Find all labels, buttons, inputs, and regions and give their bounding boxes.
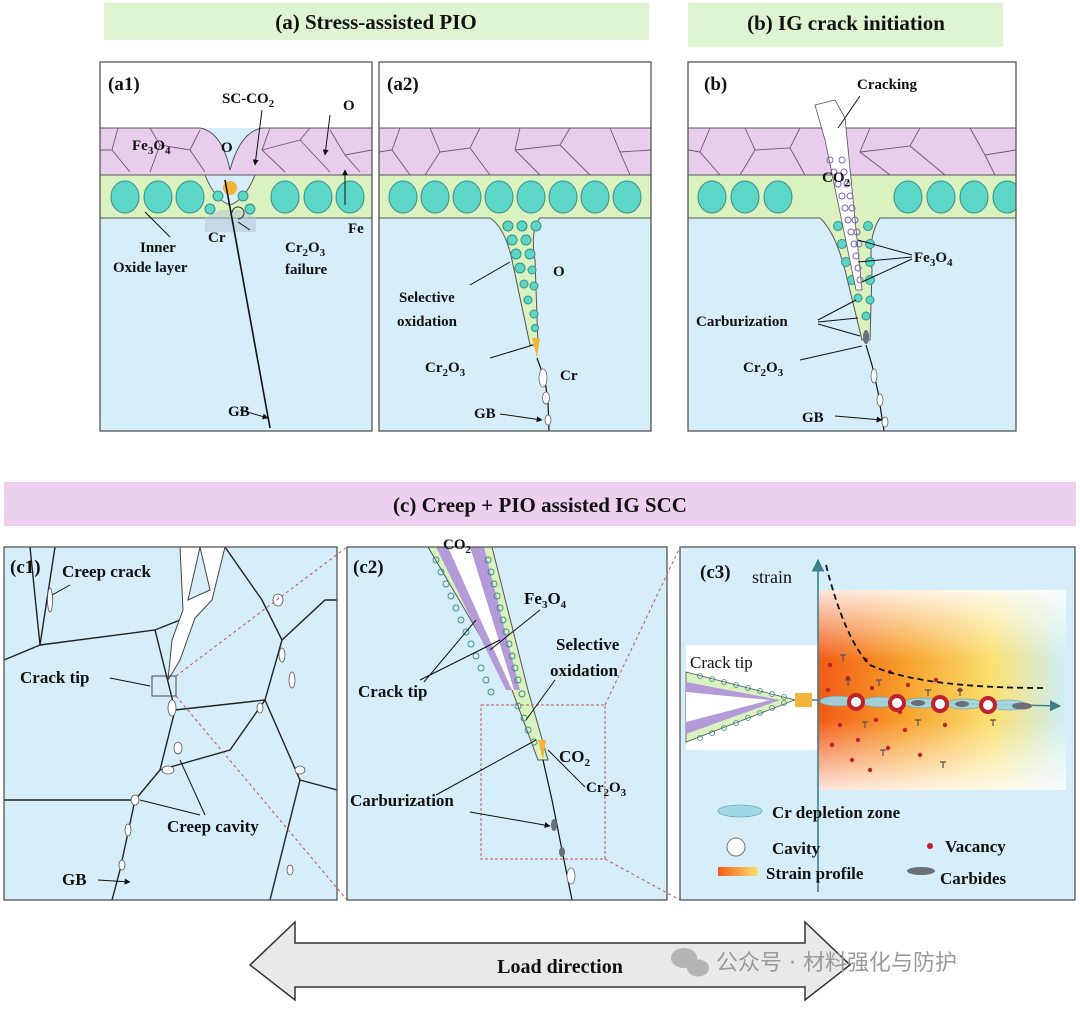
wechat-logo-icon [671,948,709,977]
legend-vacancy-label: Vacancy [945,837,1006,856]
legend-cr-depletion-label: Cr depletion zone [772,803,901,822]
a1-o-mid: O [221,140,233,156]
header-a-title: (a) Stress-assisted PIO [275,10,476,34]
c2-oxidation: oxidation [550,661,619,680]
panel-c3 [680,547,1075,900]
c3-strain-axis-label: strain [752,567,792,587]
a1-cr: Cr [208,230,226,246]
a1-fe: Fe [348,221,364,237]
legend-cavity: Cavity [726,837,821,858]
panel-b [688,62,1016,431]
tag-b: (b) [704,74,727,95]
c2-carburization: Carburization [350,791,454,810]
c2-fe3o4: Fe3O4 [524,589,567,611]
zoom-lines [175,546,681,901]
tag-a2: (a2) [387,74,419,95]
a1-cr2o3: Cr2O3 [285,240,326,259]
legend-vacancy: Vacancy [927,837,1006,856]
a1-failure: failure [285,262,328,278]
legend-carbides: Carbides [907,867,1007,888]
header-c-title: (c) Creep + PIO assisted IG SCC [393,493,687,517]
a1-sc-co2: SC-CO2 [222,91,275,110]
header-b-title: (b) IG crack initiation [747,11,945,35]
a2-gb: GB [474,406,496,422]
header-c-bar [4,482,1076,526]
b-cracking: Cracking [857,77,918,93]
c1-leader-lines [51,584,206,885]
tag-c3: (c3) [700,562,731,583]
a1-fe3o4: Fe3O4 [132,138,171,157]
header-b-bar [688,3,1003,47]
b-leader-lines [799,95,913,423]
legend-cr-depletion: Cr depletion zone [717,803,901,822]
b-cr2o3: Cr2O3 [743,360,784,379]
b-gb: GB [802,410,824,426]
b-fe3o4: Fe3O4 [914,250,953,269]
a1-oxide-layer: Oxide layer [113,260,188,276]
c2-leader-lines [419,609,586,829]
c2-crack-tip: Crack tip [358,682,427,701]
watermark-text: 公众号 · 材料强化与防护 [716,951,957,976]
a2-o: O [553,264,565,280]
a2-cr2o3: Cr2O3 [425,360,466,379]
c1-creep-crack: Creep crack [62,562,151,581]
c1-crack-tip: Crack tip [20,668,89,687]
c2-cr2o3: Cr2O3 [586,780,627,799]
panel-a2 [379,62,651,431]
legend-strain-profile: Strain profile [718,864,864,883]
c1-creep-cavity: Creep cavity [167,817,259,836]
c3-legend: Cr depletion zone Cavity Vacancy Strain … [717,803,1007,888]
a2-cr: Cr [560,368,578,384]
load-direction-arrow: Load direction [248,920,852,1002]
panel-a1 [100,62,372,431]
panel-c2 [347,547,667,900]
a1-o-top: O [343,98,355,114]
a1-inner: Inner [140,240,176,256]
a1-leader-lines [144,109,348,420]
a2-selective: Selective [399,290,455,306]
c2-selective: Selective [556,635,620,654]
tag-a1: (a1) [108,74,140,95]
a2-oxidation: oxidation [397,314,458,330]
watermark: 公众号 · 材料强化与防护 [671,948,957,977]
legend-cavity-label: Cavity [772,839,821,858]
tag-c2: (c2) [353,557,384,578]
panel-c1 [4,547,337,900]
a1-gb: GB [228,404,250,420]
c3-crack-tip: Crack tip [690,653,753,672]
c2-co2-top: CO2 [443,537,472,556]
b-carburization: Carburization [696,314,788,330]
c1-gb: GB [62,870,87,889]
header-a-bar [104,3,649,40]
load-direction-label: Load direction [497,956,623,978]
a2-leader-lines [469,261,543,423]
legend-strain-profile-label: Strain profile [766,864,864,883]
legend-carbides-label: Carbides [940,869,1007,888]
tag-c1: (c1) [10,557,41,578]
b-co2: CO2 [822,170,851,189]
c2-co2: CO2 [559,747,591,769]
